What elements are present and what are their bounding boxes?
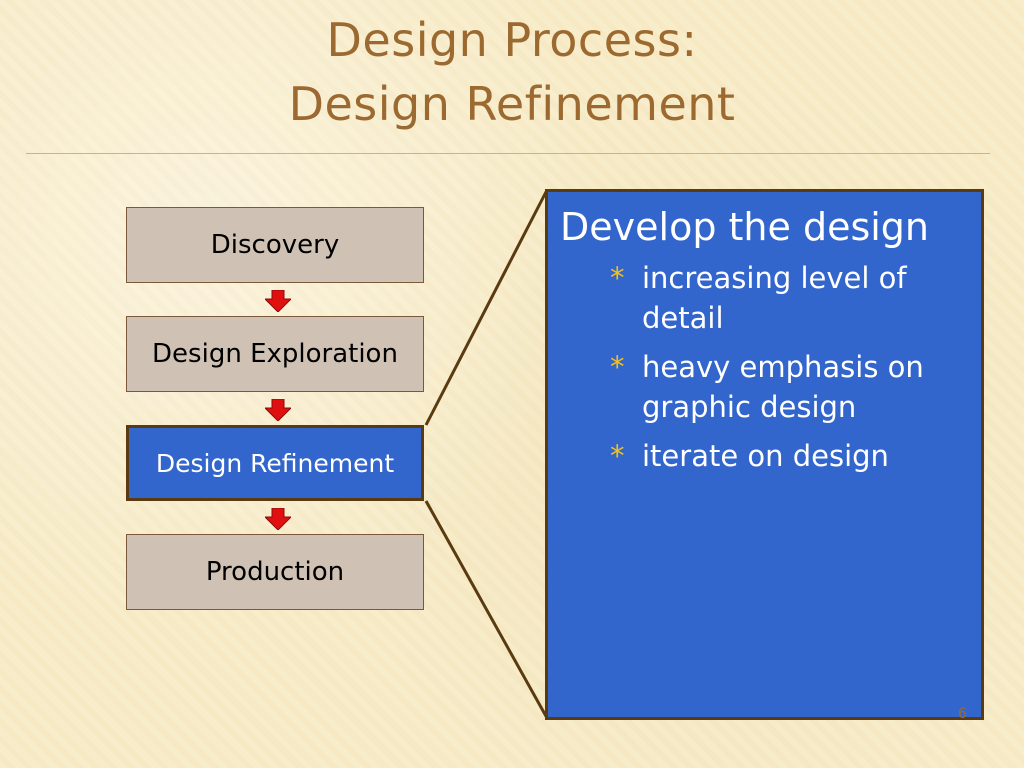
process-step-production: Production xyxy=(126,534,424,610)
title-divider xyxy=(26,153,990,154)
process-step-label: Discovery xyxy=(210,230,340,260)
process-step-discovery: Discovery xyxy=(126,207,424,283)
detail-bullet-list: * increasing level of detail * heavy emp… xyxy=(560,258,969,476)
process-step-design-refinement: Design Refinement xyxy=(126,425,424,501)
slide-title-line-1: Design Process: xyxy=(326,13,698,67)
bullet-marker: * xyxy=(610,261,625,295)
detail-bullet-text: increasing level of detail xyxy=(642,261,907,335)
detail-heading: Develop the design xyxy=(560,205,930,249)
page-number: 6 xyxy=(958,706,967,722)
detail-bullet: * heavy emphasis on graphic design xyxy=(610,347,969,427)
detail-bullet: * increasing level of detail xyxy=(610,258,969,338)
slide-title-line-2: Design Refinement xyxy=(288,77,736,131)
detail-bullet-text: iterate on design xyxy=(642,439,889,473)
detail-bullet: * iterate on design xyxy=(610,436,969,476)
down-arrow-icon xyxy=(265,290,291,312)
process-step-label: Design Refinement xyxy=(155,448,395,478)
process-step-label: Design Exploration xyxy=(152,339,398,369)
bullet-marker: * xyxy=(610,350,625,384)
bullet-marker: * xyxy=(610,439,625,473)
detail-bullet-text: heavy emphasis on graphic design xyxy=(642,350,924,424)
down-arrow-icon xyxy=(265,399,291,421)
slide-title: Design Process: Design Refinement xyxy=(0,8,1024,136)
detail-panel: Develop the design * increasing level of… xyxy=(545,189,984,720)
process-step-label: Production xyxy=(205,557,345,587)
process-step-design-exploration: Design Exploration xyxy=(126,316,424,392)
down-arrow-icon xyxy=(265,508,291,530)
